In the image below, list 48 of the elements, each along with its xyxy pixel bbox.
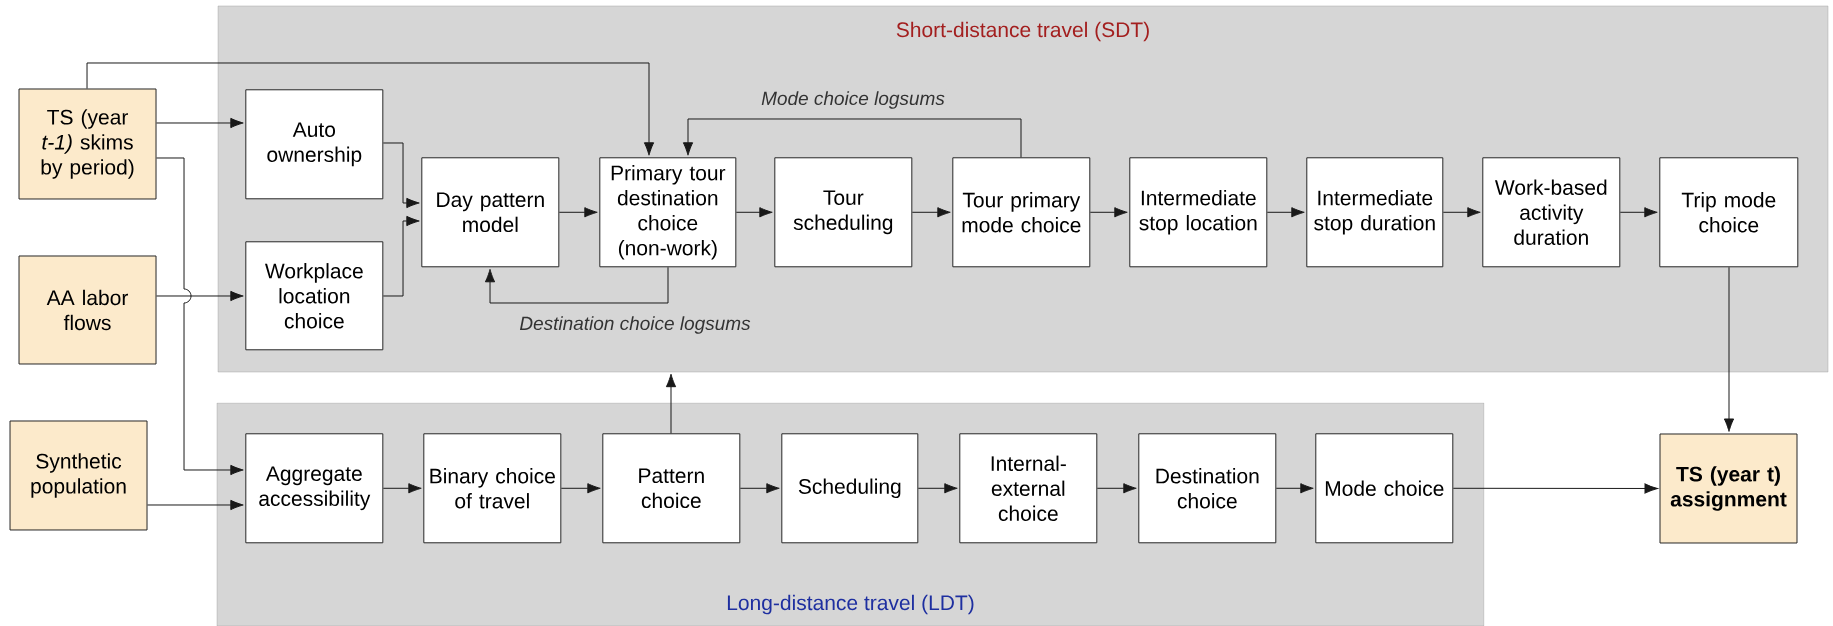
arrow bbox=[735, 207, 773, 218]
process-box: Aggregate accessibility bbox=[245, 433, 384, 544]
arrow bbox=[1619, 207, 1658, 218]
process-box: Intermediate stop location bbox=[1129, 157, 1268, 268]
arrow bbox=[1442, 207, 1481, 218]
process-box: Pattern choice bbox=[602, 433, 741, 544]
process-box: Trip mode choice bbox=[1659, 157, 1799, 268]
arrow bbox=[156, 117, 244, 129]
arrow bbox=[560, 483, 601, 494]
process-box: Mode choice bbox=[1315, 433, 1454, 544]
arrow bbox=[911, 207, 951, 218]
arrow bbox=[86, 62, 655, 156]
arrow bbox=[665, 373, 677, 434]
process-box: Internal-external choice bbox=[959, 433, 1098, 544]
arrow bbox=[382, 215, 420, 297]
process-box: Tour scheduling bbox=[774, 157, 913, 268]
process-box: Day pattern model bbox=[421, 157, 560, 268]
input-box: TS (year t-1) skims by period) bbox=[18, 88, 157, 200]
process-box: Scheduling bbox=[781, 433, 919, 544]
edge-label: Destination choice logsums bbox=[517, 314, 753, 336]
output-box: TS (year t) assignment bbox=[1659, 433, 1798, 544]
process-box: Workplace location choice bbox=[245, 241, 384, 351]
process-box: Intermediate stop duration bbox=[1306, 157, 1444, 268]
process-box: Work-based activity duration bbox=[1482, 157, 1621, 268]
arrow bbox=[156, 290, 244, 302]
arrow bbox=[382, 142, 420, 209]
arrow bbox=[147, 499, 244, 511]
arrow bbox=[739, 483, 780, 494]
arrow bbox=[917, 483, 958, 494]
process-box: Tour primary mode choice bbox=[952, 157, 1091, 268]
arrow bbox=[558, 207, 598, 218]
arrow bbox=[1723, 266, 1735, 432]
process-box: Auto ownership bbox=[245, 89, 384, 200]
arrow bbox=[382, 483, 422, 494]
arrow bbox=[1452, 483, 1658, 494]
arrow bbox=[1096, 483, 1137, 494]
arrow bbox=[1275, 483, 1314, 494]
input-box: Synthetic population bbox=[9, 420, 148, 531]
process-box: Binary choice of travel bbox=[423, 433, 562, 544]
arrow bbox=[484, 266, 669, 304]
arrow bbox=[1089, 207, 1128, 218]
arrow bbox=[682, 118, 1022, 158]
arrow bbox=[156, 157, 244, 476]
process-box: Primary tour destination choice (non-work) bbox=[599, 157, 737, 268]
edge-label: Mode choice logsums bbox=[759, 89, 947, 111]
process-box: Destination choice bbox=[1138, 433, 1277, 544]
arrow bbox=[1266, 207, 1305, 218]
input-box: AA labor flows bbox=[18, 255, 157, 365]
